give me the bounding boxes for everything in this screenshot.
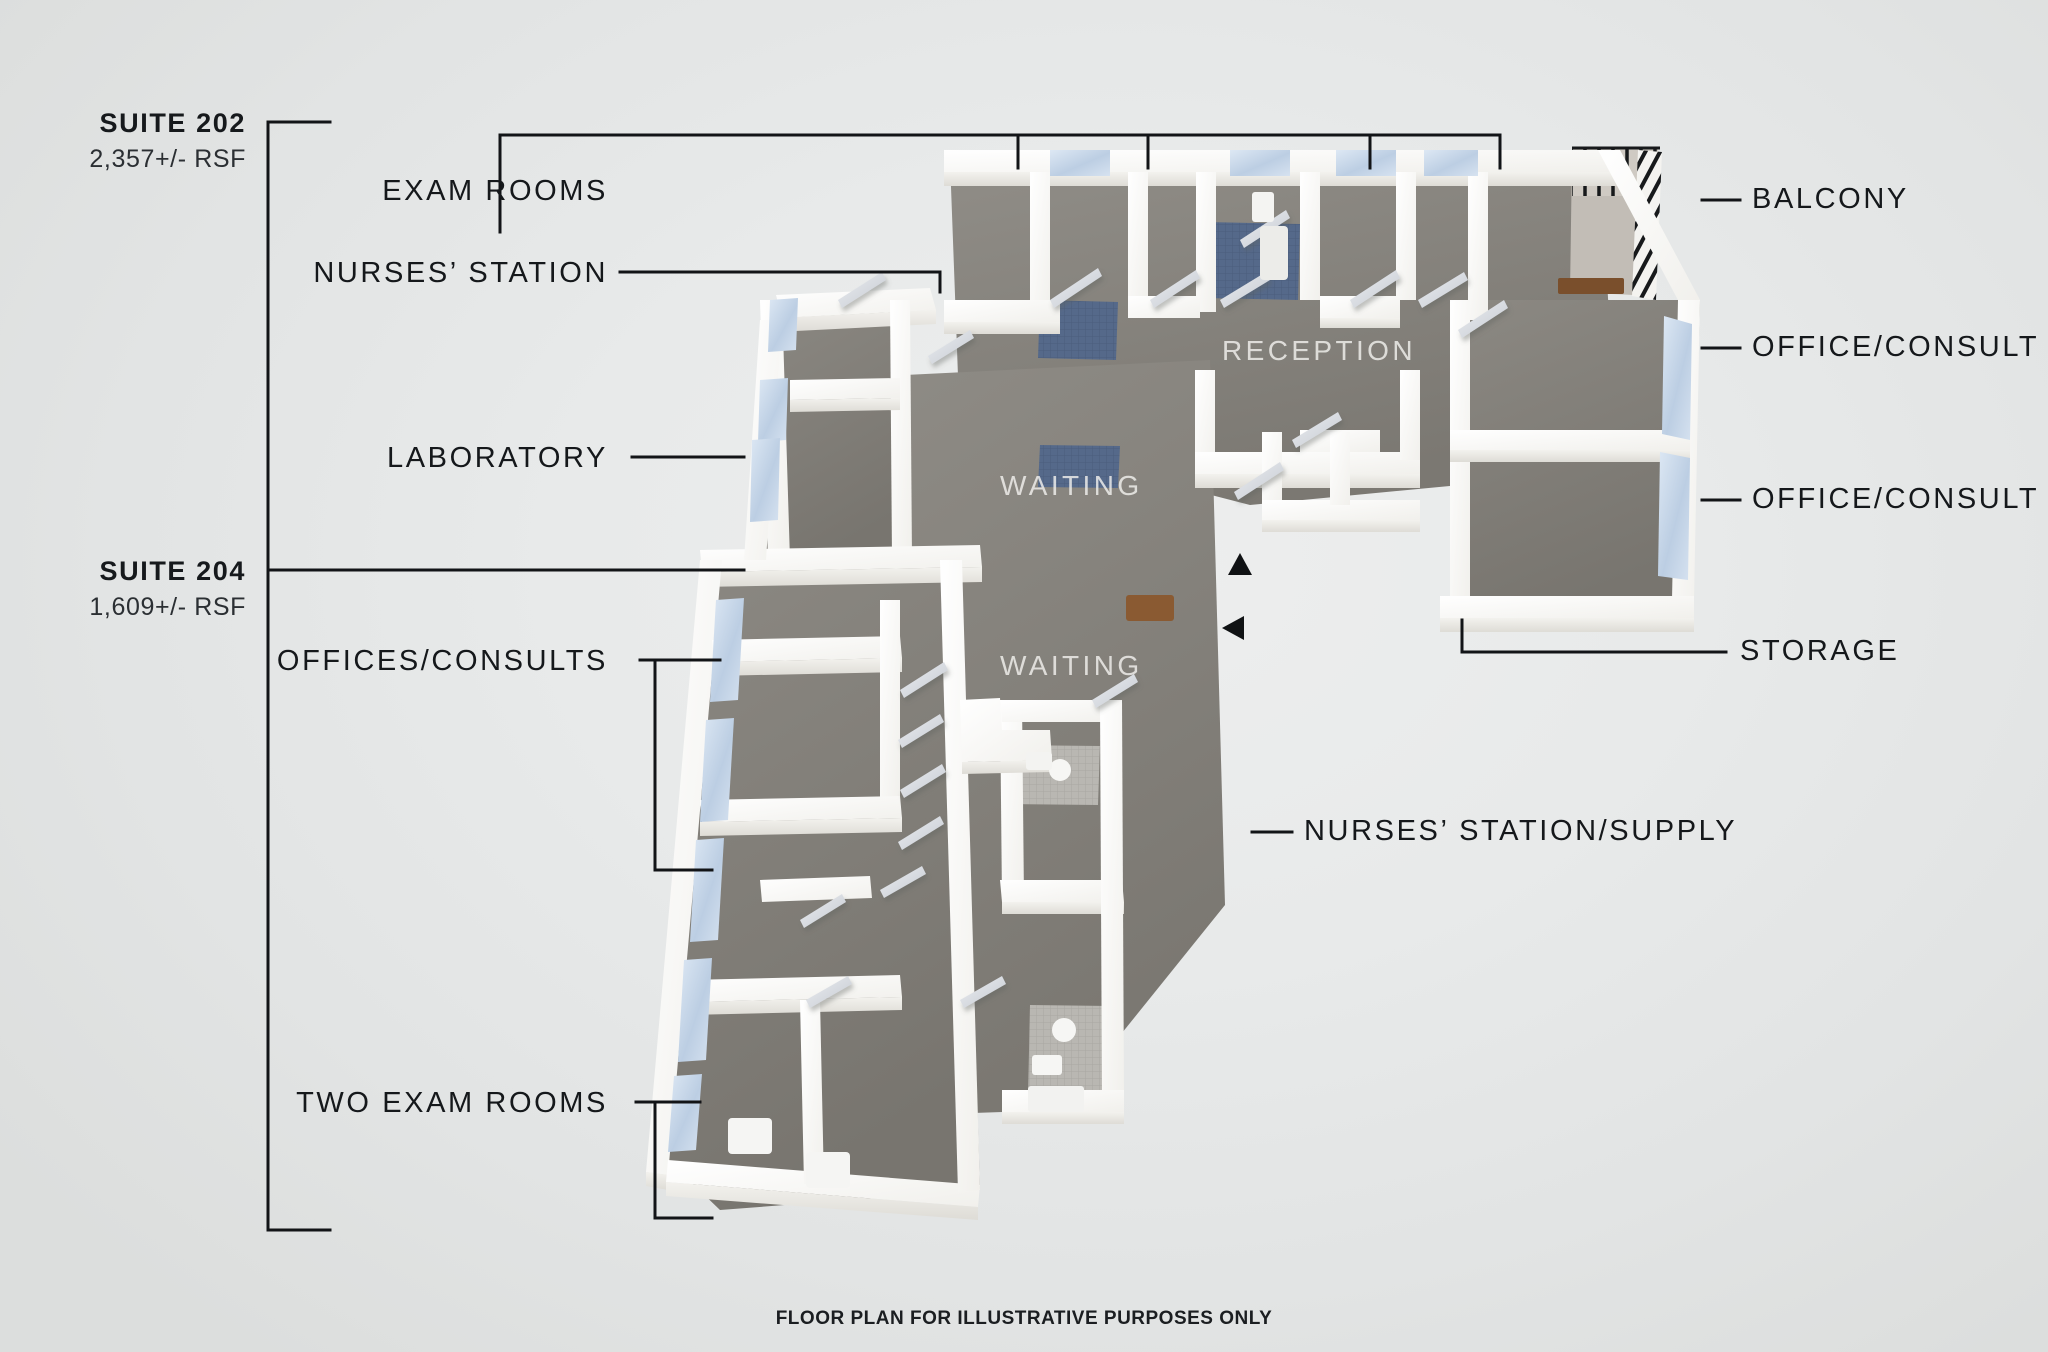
label-office-consult-2: OFFICE/CONSULT xyxy=(1752,483,2040,515)
label-balcony: BALCONY xyxy=(1752,183,1909,215)
label-exam-rooms: EXAM ROOMS xyxy=(382,175,608,207)
suite-204-title: SUITE 204 xyxy=(99,556,246,586)
direction-markers xyxy=(1222,553,1252,640)
label-offices-consults: OFFICES/CONSULTS xyxy=(276,645,608,677)
label-nurses-supply: NURSES’ STATION/SUPPLY xyxy=(1304,815,1738,847)
suite-204-area: 1,609+/- RSF xyxy=(89,593,246,621)
label-nurses-station: NURSES’ STATION xyxy=(313,257,608,289)
label-office-consult-1: OFFICE/CONSULT xyxy=(1752,331,2040,363)
footer-note: FLOOR PLAN FOR ILLUSTRATIVE PURPOSES ONL… xyxy=(775,1308,1273,1329)
fixtures xyxy=(728,192,1624,1188)
suite-202-title: SUITE 202 xyxy=(99,108,246,138)
label-storage: STORAGE xyxy=(1740,635,1900,667)
doors xyxy=(800,210,1508,1008)
label-two-exam-rooms: TWO EXAM ROOMS xyxy=(296,1087,608,1119)
label-laboratory: LABORATORY xyxy=(386,442,608,474)
windows xyxy=(668,150,1692,1152)
suite-202-area: 2,357+/- RSF xyxy=(89,145,246,173)
